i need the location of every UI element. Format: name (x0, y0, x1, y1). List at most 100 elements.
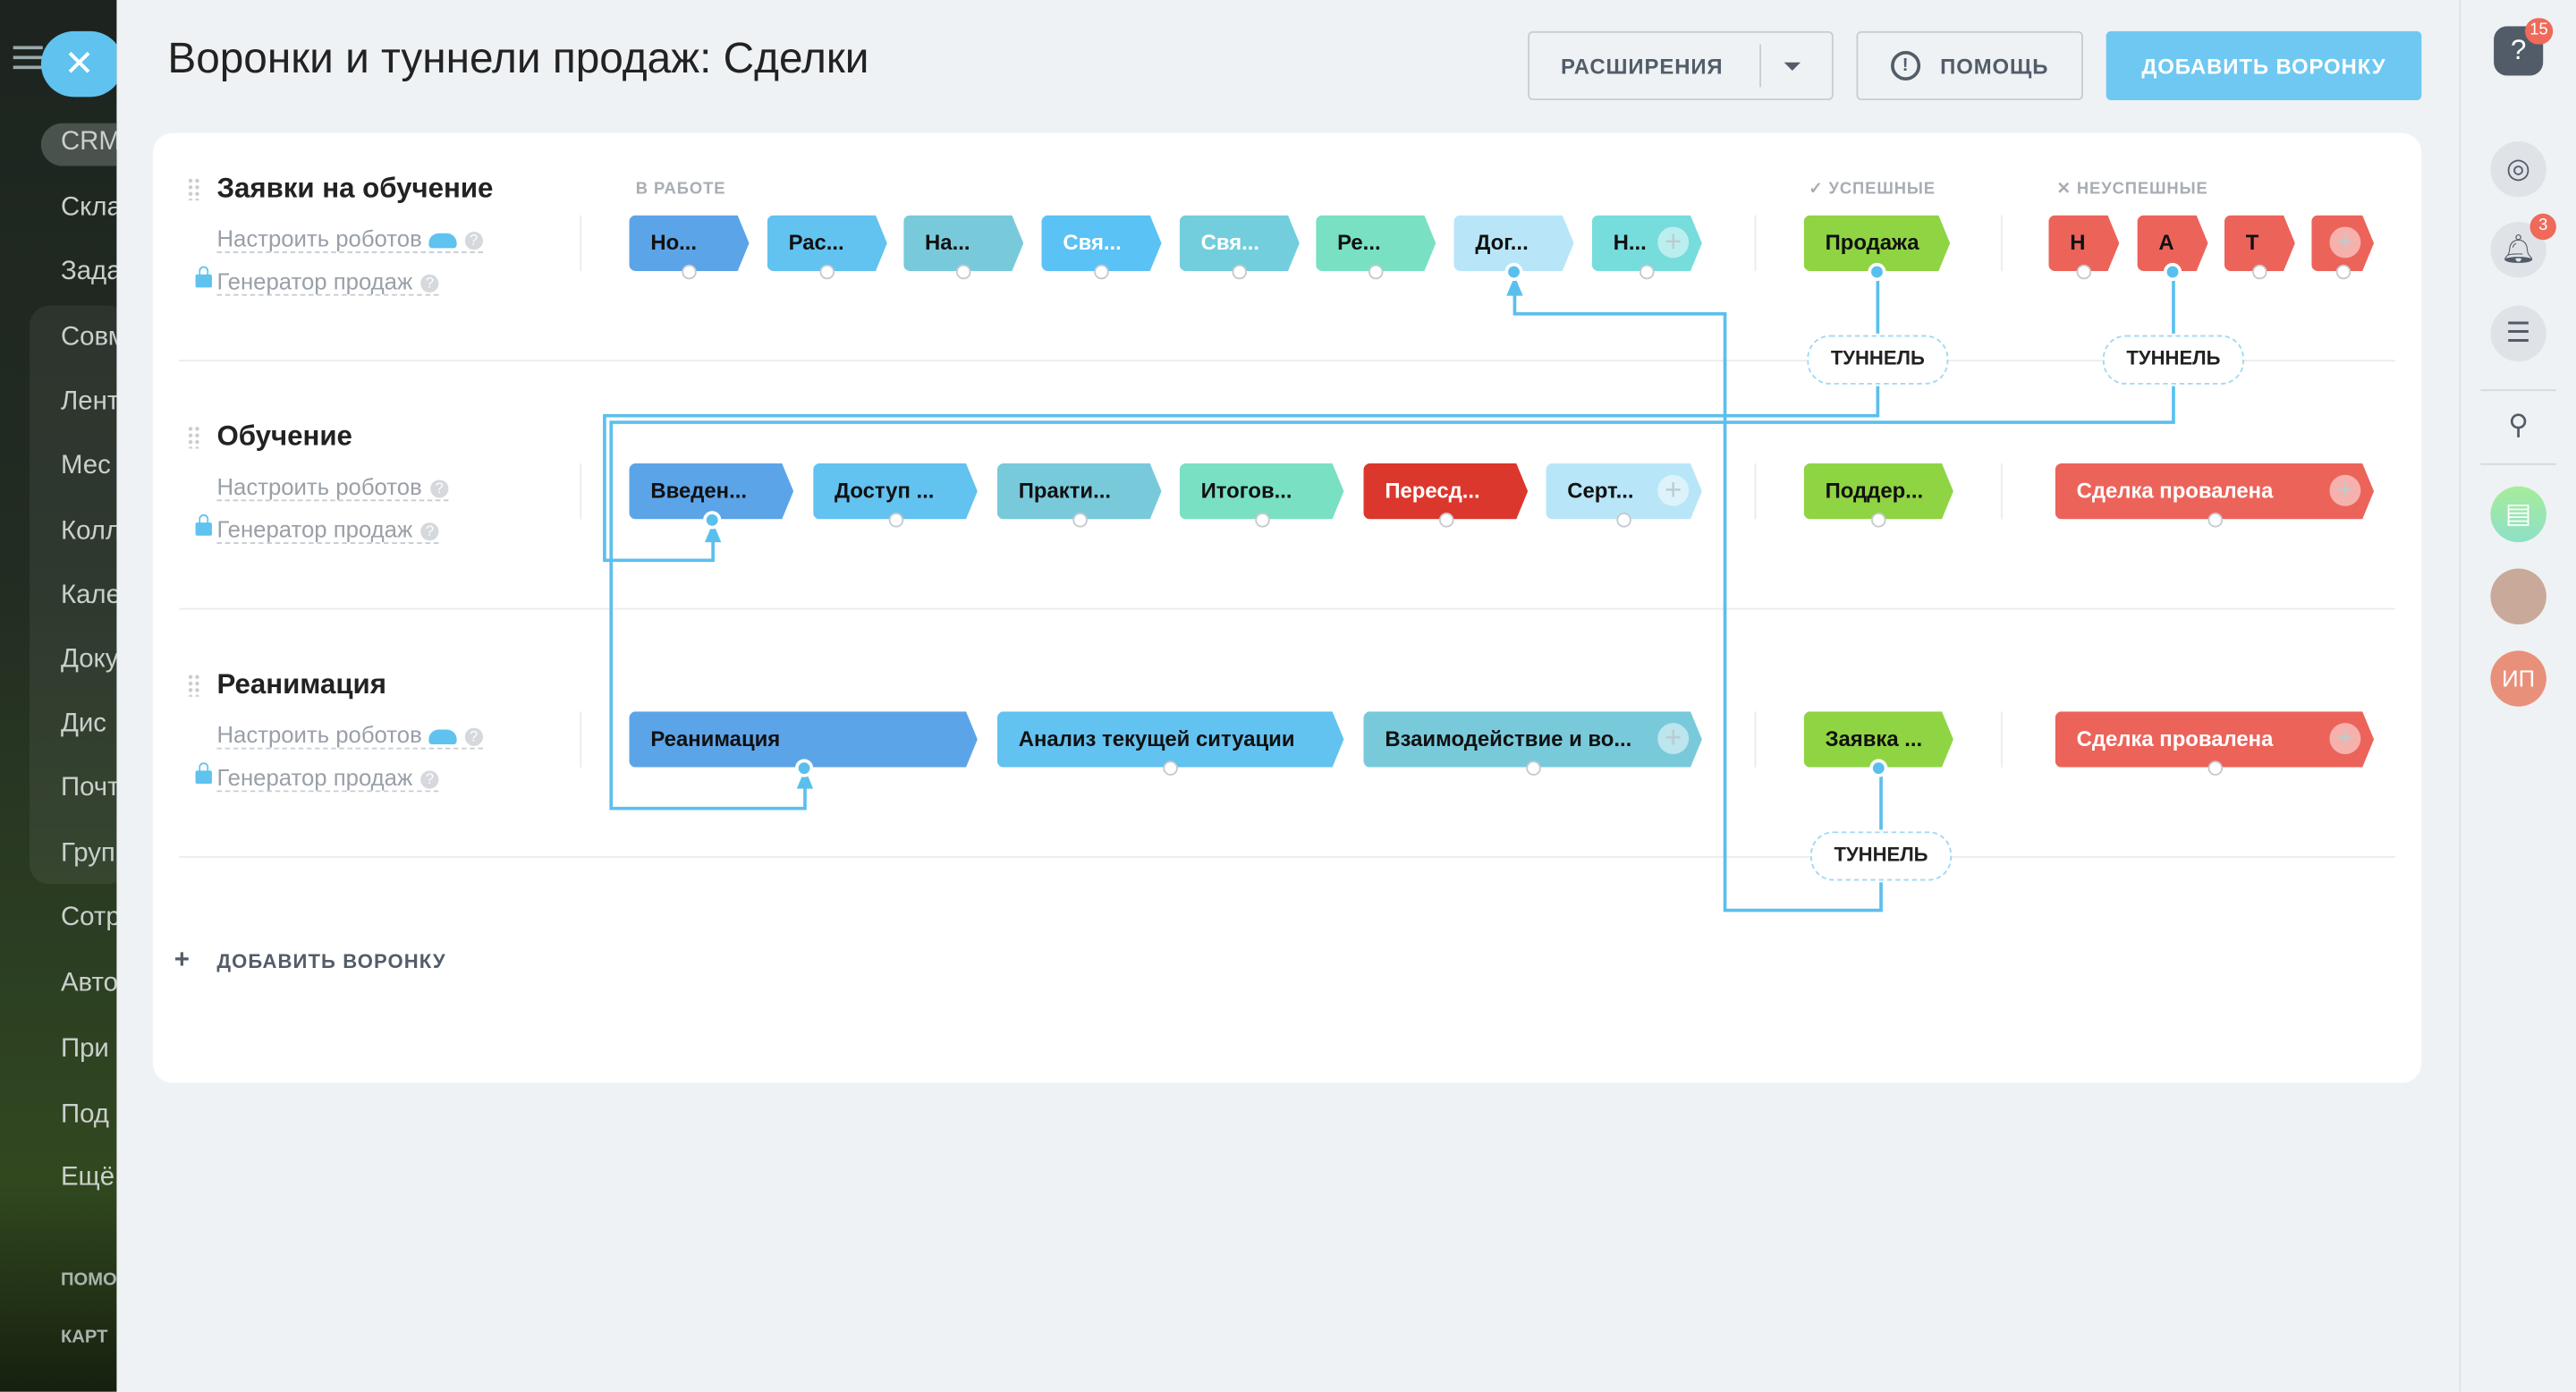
connection-point[interactable] (1640, 263, 1655, 279)
search-icon[interactable]: ⚲ (2508, 409, 2529, 441)
connection-point[interactable] (1438, 512, 1453, 527)
stage[interactable]: Дог... (1453, 216, 1573, 271)
connection-point[interactable] (1072, 512, 1087, 527)
sidebar-item[interactable]: CRM (60, 128, 117, 157)
configure-robots-link[interactable]: Настроить роботов? (216, 473, 449, 502)
user-initials-avatar[interactable]: ИП (2490, 650, 2546, 707)
fail-stage[interactable]: Сделка провалена+ (2055, 463, 2374, 519)
fail-stage[interactable]: Т (2224, 216, 2295, 271)
connection-point[interactable] (1869, 758, 1888, 777)
menu-icon[interactable] (13, 46, 43, 70)
fail-stage[interactable]: Н (2048, 216, 2119, 271)
drag-handle-icon[interactable] (187, 674, 201, 697)
connection-point[interactable] (955, 263, 971, 279)
success-stage[interactable]: Продажа (1804, 216, 1950, 271)
stage[interactable]: Взаимодействие и во...+ (1363, 711, 1701, 767)
tunnel-badge[interactable]: ТУННЕЛЬ (2102, 335, 2244, 385)
connection-point[interactable] (794, 758, 813, 777)
connection-point[interactable] (682, 263, 697, 279)
connection-point[interactable] (702, 510, 721, 529)
configure-robots-link[interactable]: Настроить роботов? (216, 721, 483, 750)
connection-point[interactable] (1871, 512, 1886, 527)
tunnel-badge[interactable]: ТУННЕЛЬ (1810, 831, 1952, 881)
sales-generator-link[interactable]: Генератор продаж? (216, 267, 439, 296)
extensions-button[interactable]: РАСШИРЕНИЯ (1528, 30, 1834, 101)
configure-robots-link[interactable]: Настроить роботов? (216, 225, 483, 253)
connection-point[interactable] (1868, 261, 1886, 281)
stage[interactable]: Рас... (767, 216, 887, 271)
stage[interactable]: Итогов... (1180, 463, 1344, 519)
sidebar-item[interactable]: Лент (60, 387, 117, 416)
sales-generator-link[interactable]: Генератор продаж? (216, 516, 439, 544)
funnel-name[interactable]: Реанимация (216, 668, 386, 700)
sidebar-item[interactable]: При (60, 1035, 109, 1064)
help-icon[interactable]: ? (464, 727, 483, 746)
add-funnel-link[interactable]: +ДОБАВИТЬ ВОРОНКУ (174, 946, 446, 976)
stage[interactable]: Анализ текущей ситуации (997, 711, 1344, 767)
add-stage-icon[interactable]: + (1657, 226, 1689, 258)
connection-point[interactable] (819, 263, 835, 279)
stage[interactable]: Практи... (997, 463, 1162, 519)
sidebar-item[interactable]: Под (60, 1100, 109, 1129)
stage[interactable]: Но... (629, 216, 749, 271)
connection-point[interactable] (2207, 760, 2223, 776)
avatar[interactable] (2490, 568, 2546, 624)
stage[interactable]: Ре... (1316, 216, 1436, 271)
add-funnel-button[interactable]: ДОБАВИТЬ ВОРОНКУ (2106, 30, 2422, 101)
sidebar-item[interactable]: Почт (60, 774, 117, 802)
sidebar-item[interactable]: Зада (60, 258, 117, 286)
connection-point[interactable] (2163, 261, 2182, 281)
sidebar-item[interactable]: Совм (60, 323, 116, 352)
connection-point[interactable] (1163, 760, 1178, 776)
help-icon[interactable]: ? (420, 770, 439, 789)
connection-point[interactable] (1504, 261, 1523, 281)
help-icon[interactable]: ? (429, 479, 449, 498)
drag-handle-icon[interactable] (187, 177, 201, 201)
connection-point[interactable] (2076, 263, 2092, 279)
connection-point[interactable] (1094, 263, 1109, 279)
stage[interactable]: Свя... (1180, 216, 1300, 271)
stage[interactable]: Свя... (1041, 216, 1161, 271)
connection-point[interactable] (1254, 512, 1269, 527)
connection-point[interactable] (2207, 512, 2223, 527)
feed-icon[interactable]: ▤ (2490, 486, 2546, 543)
fail-stage[interactable]: Сделка провалена+ (2055, 711, 2374, 767)
stage[interactable]: Доступ ... (813, 463, 978, 519)
fail-stage[interactable]: + (2311, 216, 2374, 271)
drag-handle-icon[interactable] (187, 425, 201, 449)
sidebar-item[interactable]: Авто (60, 969, 117, 997)
sidebar-item[interactable]: Кале (60, 581, 117, 610)
success-stage[interactable]: Поддер... (1804, 463, 1953, 519)
sales-generator-link[interactable]: Генератор продаж? (216, 764, 439, 793)
sidebar-item[interactable]: Скла (60, 193, 117, 222)
connection-point[interactable] (1368, 263, 1384, 279)
chat-icon[interactable]: ☰ (2490, 305, 2546, 362)
sidebar-item[interactable]: Ещё (60, 1163, 115, 1192)
sidebar-item[interactable]: Доку (60, 645, 117, 675)
copilot-icon[interactable]: ◎ (2490, 140, 2546, 198)
help-icon[interactable]: ? (464, 231, 483, 250)
stage[interactable]: На... (903, 216, 1023, 271)
fail-stage[interactable]: А (2138, 216, 2208, 271)
help-icon[interactable]: ? (420, 274, 439, 293)
help-button[interactable]: ! ПОМОЩЬ (1856, 30, 2083, 101)
sidebar-item[interactable]: Дис (60, 709, 106, 738)
sidebar-footer-link[interactable]: ПОМО (60, 1269, 117, 1290)
add-stage-icon[interactable]: + (2329, 226, 2360, 258)
bell-icon[interactable]: 🔔︎3 (2490, 213, 2556, 278)
close-button[interactable]: ✕ (40, 30, 117, 98)
funnel-name[interactable]: Заявки на обучение (216, 172, 494, 204)
connection-point[interactable] (1525, 760, 1540, 776)
sidebar-footer-link[interactable]: КАРТ (60, 1328, 108, 1348)
connection-point[interactable] (887, 512, 903, 527)
add-stage-icon[interactable]: + (1657, 723, 1689, 754)
add-stage-icon[interactable]: + (2329, 475, 2360, 506)
add-stage-icon[interactable]: + (2329, 723, 2360, 754)
tunnel-badge[interactable]: ТУННЕЛЬ (1807, 335, 1949, 385)
connection-point[interactable] (2252, 263, 2267, 279)
funnel-name[interactable]: Обучение (216, 420, 352, 453)
add-stage-icon[interactable]: + (1657, 475, 1689, 506)
connection-point[interactable] (1616, 512, 1631, 527)
sidebar-item[interactable]: Колл (60, 517, 117, 546)
help-icon[interactable]: ? (420, 522, 439, 540)
